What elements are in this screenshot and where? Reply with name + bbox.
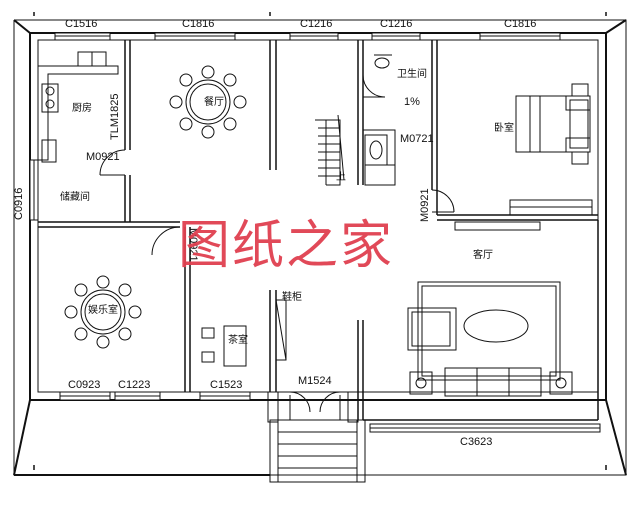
window-label-c0916: C0916 bbox=[13, 187, 25, 220]
bathroom-fixtures bbox=[363, 54, 396, 186]
room-label-bathroom: 卫生间 bbox=[397, 69, 427, 80]
top-windows bbox=[54, 32, 561, 41]
window-label-c1516: C1516 bbox=[65, 18, 98, 30]
room-label-shoe-cabinet: 鞋柜 bbox=[282, 292, 302, 303]
window-label-c1216-b: C1216 bbox=[380, 18, 413, 30]
window-label-c1223: C1223 bbox=[118, 379, 151, 391]
wardrobe bbox=[509, 199, 593, 216]
door-label-tlm1825: TLM1825 bbox=[109, 93, 121, 140]
window-label-c3623: C3623 bbox=[460, 436, 493, 448]
window-label-c1216-a: C1216 bbox=[300, 18, 333, 30]
bottom-windows bbox=[59, 391, 601, 433]
room-label-storage: 储藏间 bbox=[60, 192, 90, 203]
room-label-entertainment: 娱乐室 bbox=[88, 305, 118, 316]
staircase bbox=[315, 114, 345, 186]
left-window bbox=[29, 159, 39, 221]
tea-table bbox=[201, 325, 247, 367]
window-label-c0923: C0923 bbox=[68, 379, 101, 391]
room-label-dining: 餐厅 bbox=[204, 97, 224, 108]
shoe-cabinet bbox=[275, 299, 287, 361]
watermark: 图纸之家 bbox=[178, 216, 395, 276]
window-label-c1523: C1523 bbox=[210, 379, 243, 391]
tv-cabinet bbox=[454, 221, 541, 231]
slope-annotation: 1% bbox=[404, 96, 420, 108]
window-label-c1816-left: C1816 bbox=[182, 18, 215, 30]
stair-up-annotation: 上 bbox=[336, 172, 346, 183]
door-label-m1524: M1524 bbox=[298, 375, 332, 387]
room-label-tea: 茶室 bbox=[228, 335, 248, 346]
room-label-kitchen: 厨房 bbox=[72, 103, 92, 114]
room-label-living: 客厅 bbox=[473, 250, 493, 261]
door-label-m0921-kitchen: M0921 bbox=[86, 151, 120, 163]
kitchen-counter bbox=[38, 51, 119, 163]
room-label-bedroom: 卧室 bbox=[494, 123, 514, 134]
door-label-m0921-dining: M0921 bbox=[419, 188, 431, 222]
entertainment-table bbox=[64, 275, 142, 349]
bed bbox=[515, 83, 591, 165]
dining-table bbox=[169, 65, 247, 139]
door-label-m0721: M0721 bbox=[400, 133, 434, 145]
dimension-ticks bbox=[33, 12, 607, 470]
window-label-c1816-right: C1816 bbox=[504, 18, 537, 30]
living-room-rug bbox=[407, 281, 573, 397]
entrance-steps bbox=[267, 391, 366, 483]
doors bbox=[99, 74, 455, 420]
